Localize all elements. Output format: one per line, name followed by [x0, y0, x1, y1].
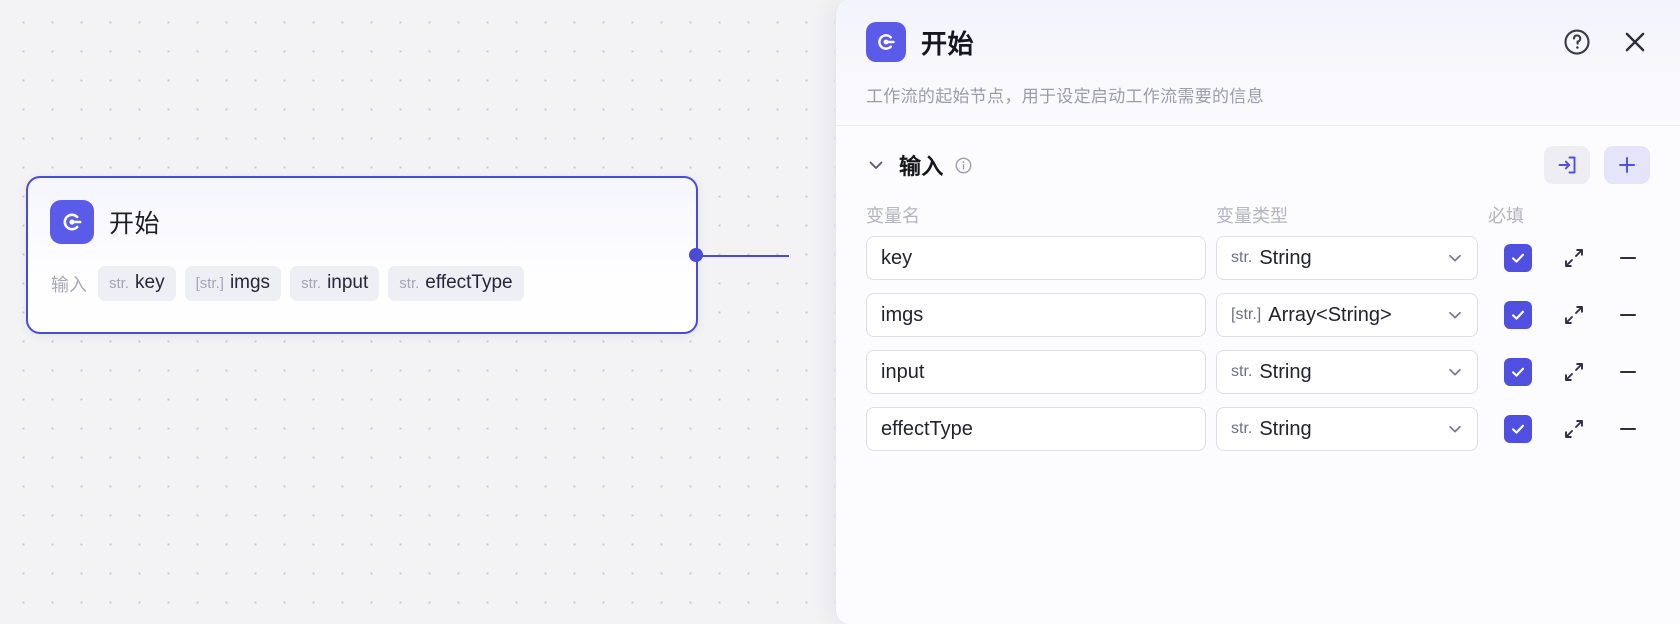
info-circle-icon[interactable] — [954, 156, 973, 175]
type-prefix: str. — [1231, 249, 1253, 266]
expand-diagonal-icon[interactable] — [1562, 360, 1586, 384]
type-label: String — [1259, 417, 1312, 440]
node-params-label: 输入 — [51, 274, 87, 295]
table-row: key str. String — [866, 236, 1650, 280]
chip-type: str. — [109, 275, 130, 292]
table-row: imgs [str.] Array<String> — [866, 293, 1650, 337]
chevron-down-icon — [1445, 419, 1465, 439]
import-variable-icon[interactable] — [1544, 146, 1590, 184]
panel-description: 工作流的起始节点，用于设定启动工作流需要的信息 — [866, 87, 1264, 106]
panel-actions — [1562, 27, 1650, 57]
minus-icon[interactable] — [1616, 303, 1640, 327]
workflow-canvas[interactable]: 开始 输入 str. key [str.] imgs str. input st… — [0, 0, 845, 624]
table-header-row: 变量名 变量类型 必填 — [866, 184, 1650, 236]
chip-name: effectType — [425, 272, 513, 293]
type-label: String — [1259, 246, 1312, 269]
node-header: 开始 — [28, 178, 696, 244]
help-circle-icon[interactable] — [1562, 27, 1592, 57]
minus-icon[interactable] — [1616, 246, 1640, 270]
input-variable-table: 变量名 变量类型 必填 key str. String — [836, 184, 1680, 451]
required-checkbox[interactable] — [1504, 358, 1532, 386]
chip-type: [str.] — [195, 275, 224, 292]
node-output-edge — [697, 255, 789, 257]
column-header-name: 变量名 — [866, 206, 920, 226]
column-header-required: 必填 — [1488, 206, 1524, 226]
variable-name-input[interactable]: input — [866, 350, 1206, 394]
input-section-header: 输入 — [836, 126, 1680, 184]
close-icon[interactable] — [1620, 27, 1650, 57]
minus-icon[interactable] — [1616, 360, 1640, 384]
node-param-chip[interactable]: str. key — [98, 266, 176, 301]
start-node-icon — [50, 200, 94, 244]
type-label: Array<String> — [1268, 303, 1392, 326]
type-label: String — [1259, 360, 1312, 383]
chip-name: input — [327, 272, 369, 293]
table-row: input str. String — [866, 350, 1650, 394]
variable-type-select[interactable]: str. String — [1216, 407, 1478, 451]
variable-name-input[interactable]: effectType — [866, 407, 1206, 451]
chevron-down-icon — [1445, 248, 1465, 268]
chip-type: str. — [301, 275, 322, 292]
chevron-down-icon — [1445, 305, 1465, 325]
table-row: effectType str. String — [866, 407, 1650, 451]
node-title: 开始 — [109, 210, 161, 238]
node-param-chip[interactable]: str. effectType — [388, 266, 524, 301]
node-detail-panel: 开始 工作流的起始节点， — [835, 0, 1680, 624]
required-checkbox[interactable] — [1504, 415, 1532, 443]
minus-icon[interactable] — [1616, 417, 1640, 441]
plus-icon[interactable] — [1604, 146, 1650, 184]
input-section-tools — [1544, 146, 1650, 184]
expand-diagonal-icon[interactable] — [1562, 417, 1586, 441]
column-header-type: 变量类型 — [1216, 206, 1288, 226]
node-param-chip[interactable]: str. input — [290, 266, 380, 301]
node-param-chip[interactable]: [str.] imgs — [184, 266, 282, 301]
variable-type-select[interactable]: str. String — [1216, 236, 1478, 280]
variable-type-select[interactable]: str. String — [1216, 350, 1478, 394]
panel-title-row: 开始 — [866, 22, 1650, 62]
chip-name: imgs — [229, 272, 271, 293]
variable-type-select[interactable]: [str.] Array<String> — [1216, 293, 1478, 337]
type-prefix: str. — [1231, 420, 1253, 437]
panel-title: 开始 — [921, 28, 975, 59]
required-checkbox[interactable] — [1504, 244, 1532, 272]
type-prefix: str. — [1231, 363, 1253, 380]
expand-diagonal-icon[interactable] — [1562, 303, 1586, 327]
required-checkbox[interactable] — [1504, 301, 1532, 329]
chip-name: key — [135, 272, 165, 293]
start-node-icon — [866, 22, 906, 62]
chevron-down-icon[interactable] — [866, 155, 886, 175]
input-section-title: 输入 — [899, 154, 944, 179]
variable-name-input[interactable]: key — [866, 236, 1206, 280]
node-output-port[interactable] — [689, 248, 703, 262]
panel-header: 开始 工作流的起始节点， — [836, 0, 1680, 126]
type-prefix: [str.] — [1231, 306, 1262, 323]
expand-diagonal-icon[interactable] — [1562, 246, 1586, 270]
workflow-node-start[interactable]: 开始 输入 str. key [str.] imgs str. input st… — [26, 176, 703, 334]
chip-type: str. — [399, 275, 420, 292]
node-parameter-list: 输入 str. key [str.] imgs str. input str. … — [28, 244, 696, 301]
chevron-down-icon — [1445, 362, 1465, 382]
variable-name-input[interactable]: imgs — [866, 293, 1206, 337]
